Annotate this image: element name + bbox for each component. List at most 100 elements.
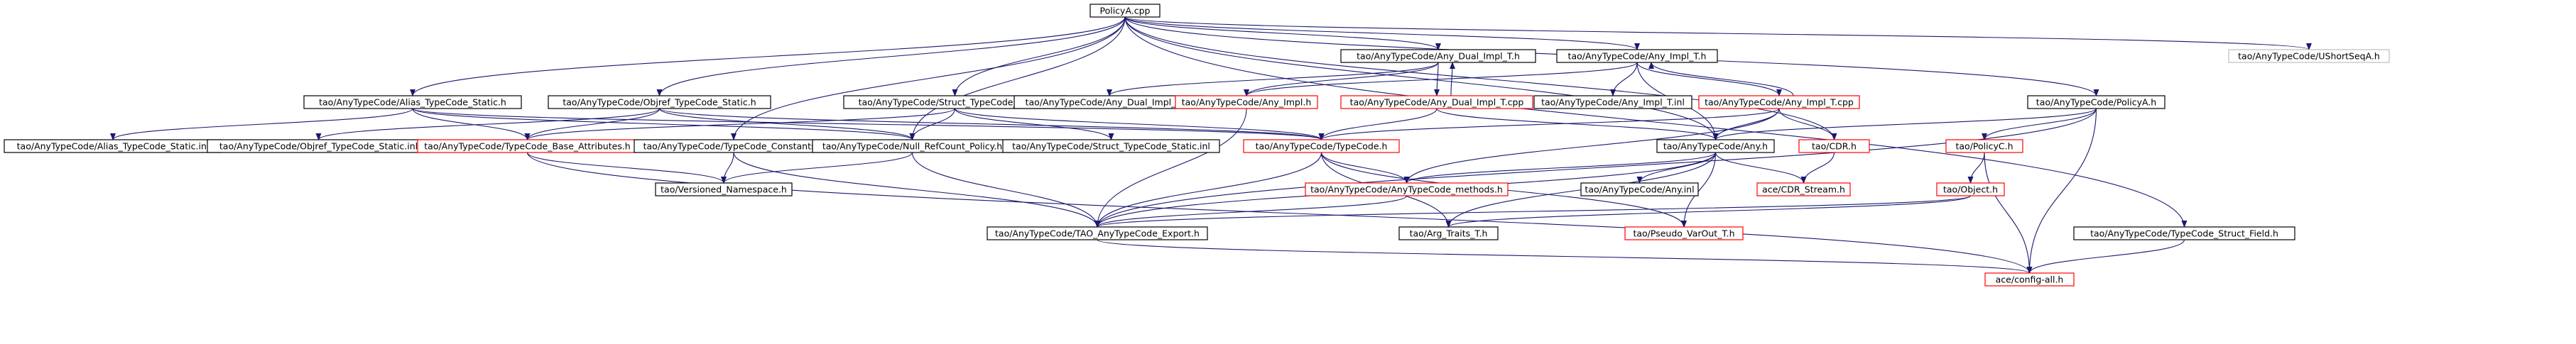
- edge-n2-n15: [524, 108, 661, 140]
- graph-node[interactable]: tao/AnyTypeCode/Any_Dual_Impl_T.inl: [1013, 95, 1205, 109]
- edge-n0-n3: [952, 16, 1126, 96]
- node-layer: PolicyA.cpp tao/AnyTypeCode/Alias_TypeCod…: [4, 4, 2390, 287]
- edge-n0-n7: [1124, 16, 2312, 50]
- edge-n6-n28: [1094, 108, 2097, 228]
- graph-node[interactable]: tao/AnyTypeCode/Any_Dual_Impl_T.h: [1340, 49, 1536, 63]
- node-box: [1340, 49, 1536, 63]
- node-box: [303, 95, 522, 109]
- graph-node[interactable]: tao/CDR.h: [1798, 139, 1870, 153]
- edge-n12-n19: [1318, 108, 1780, 140]
- graph-node[interactable]: tao/AnyTypeCode/TAO_AnyTypeCode_Export.h: [987, 226, 1208, 240]
- node-box: [1698, 95, 1860, 109]
- graph-node[interactable]: tao/AnyTypeCode/UShortSeqA.h: [2228, 49, 2390, 63]
- edge-n3-n18: [954, 108, 1114, 140]
- edge-n0-n20: [1124, 16, 1719, 140]
- graph-node[interactable]: tao/AnyTypeCode/AnyTypeCode_methods.h: [1305, 182, 1509, 196]
- graph-node[interactable]: tao/AnyTypeCode/Any_Dual_Impl_T.cpp: [1340, 95, 1533, 109]
- graph-node[interactable]: tao/AnyTypeCode/Any_Impl_T.inl: [1533, 95, 1692, 109]
- graph-node[interactable]: tao/AnyTypeCode/Any_Impl.h: [1175, 95, 1318, 109]
- node-label: tao/AnyTypeCode/Alias_TypeCode_Static.in…: [17, 141, 210, 152]
- node-label: tao/AnyTypeCode/Any.inl: [1585, 184, 1694, 195]
- node-box: [1798, 139, 1870, 153]
- node-label: tao/AnyTypeCode/AnyTypeCode_methods.h: [1310, 184, 1503, 195]
- node-label: tao/AnyTypeCode/TypeCode.h: [1256, 141, 1388, 152]
- edge-n4-n9: [1244, 62, 1439, 96]
- edge-n28-n32: [1097, 239, 2032, 274]
- node-box: [1398, 226, 1499, 240]
- edge-n6-n22: [1982, 108, 2097, 140]
- graph-node[interactable]: tao/AnyTypeCode/Alias_TypeCode_Static.in…: [4, 139, 222, 153]
- edge-n6-n20: [1712, 108, 2097, 140]
- graph-node[interactable]: tao/Object.h: [1936, 182, 2005, 196]
- graph-node[interactable]: ace/CDR_Stream.h: [1756, 182, 1851, 196]
- graph-node[interactable]: tao/AnyTypeCode/Objref_TypeCode_Static.h: [548, 95, 771, 109]
- node-box: [1624, 226, 1744, 240]
- node-box: [1175, 95, 1318, 109]
- edge-n12-n24: [1403, 108, 1780, 184]
- graph-node[interactable]: tao/AnyTypeCode/Any.h: [1656, 139, 1775, 153]
- graph-node[interactable]: tao/AnyTypeCode/TypeCode_Base_Attributes…: [417, 139, 638, 153]
- node-label: tao/AnyTypeCode/Any_Impl.h: [1182, 97, 1312, 108]
- node-label: ace/CDR_Stream.h: [1762, 184, 1845, 195]
- edge-n5-n11: [1610, 62, 1638, 96]
- edge-n15-n23: [526, 152, 727, 184]
- edge-n0-n2: [656, 16, 1126, 96]
- graph-node[interactable]: tao/Pseudo_VarOut_T.h: [1624, 226, 1744, 240]
- node-label: tao/AnyTypeCode/Null_RefCount_Policy.h: [822, 141, 1002, 152]
- graph-node[interactable]: tao/Versioned_Namespace.h: [655, 182, 793, 196]
- edge-n22-n32: [1984, 152, 2033, 274]
- edge-n16-n23: [721, 152, 734, 184]
- node-label: tao/AnyTypeCode/TAO_AnyTypeCode_Export.h: [995, 228, 1200, 239]
- graph-node[interactable]: tao/AnyTypeCode/Null_RefCount_Policy.h: [812, 139, 1013, 153]
- edge-n12-n21: [1778, 108, 1837, 140]
- node-label: tao/AnyTypeCode/UShortSeqA.h: [2238, 51, 2380, 62]
- edge-n10-n20: [1436, 108, 1719, 140]
- node-box: [655, 182, 793, 196]
- node-box: [1243, 139, 1400, 153]
- node-box: [1533, 95, 1692, 109]
- edge-layer: [110, 16, 2312, 274]
- node-label: tao/Pseudo_VarOut_T.h: [1633, 228, 1734, 239]
- node-box: [1984, 272, 2075, 287]
- node-box: [1945, 139, 2023, 153]
- edge-n5-n12: [1636, 62, 1782, 96]
- node-box: [2228, 49, 2390, 63]
- graph-node[interactable]: tao/AnyTypeCode/Struct_TypeCode_Static.h: [843, 95, 1067, 109]
- graph-node[interactable]: tao/AnyTypeCode/TypeCode_Struct_Field.h: [2073, 226, 2295, 240]
- graph-node[interactable]: tao/AnyTypeCode/Any_Impl_T.h: [1556, 49, 1718, 63]
- edge-n0-n16: [731, 16, 1126, 140]
- graph-node[interactable]: tao/PolicyC.h: [1945, 139, 2023, 153]
- graph-node[interactable]: ace/config-all.h: [1984, 272, 2075, 287]
- node-box: [1002, 139, 1220, 153]
- node-box: [2073, 226, 2295, 240]
- graph-node[interactable]: tao/AnyTypeCode/TypeCode_Constants.h: [634, 139, 834, 153]
- edge-n27-n28: [1094, 195, 1972, 228]
- edge-n5-n9: [1244, 62, 1638, 96]
- node-label: tao/AnyTypeCode/Any_Impl_T.h: [1568, 51, 1707, 62]
- graph-node[interactable]: tao/AnyTypeCode/TypeCode.h: [1243, 139, 1400, 153]
- node-label: tao/AnyTypeCode/Struct_TypeCode_Static.h: [859, 97, 1052, 108]
- graph-node[interactable]: tao/AnyTypeCode/Any.inl: [1580, 182, 1699, 196]
- edge-n1-n15: [412, 108, 531, 140]
- graph-node[interactable]: tao/AnyTypeCode/Any_Impl_T.cpp: [1698, 95, 1860, 109]
- edge-n0-n1: [410, 16, 1126, 96]
- graph-node[interactable]: tao/AnyTypeCode/PolicyA.h: [2027, 95, 2165, 109]
- node-label: tao/PolicyC.h: [1956, 141, 2013, 152]
- graph-node[interactable]: tao/AnyTypeCode/Alias_TypeCode_Static.h: [303, 95, 522, 109]
- edge-n24-n28: [1094, 195, 1408, 228]
- node-label: tao/AnyTypeCode/Struct_TypeCode_Static.i…: [1012, 141, 1210, 152]
- graph-node: PolicyA.cpp: [1089, 4, 1161, 18]
- graph-node[interactable]: tao/AnyTypeCode/Struct_TypeCode_Static.i…: [1002, 139, 1220, 153]
- node-label: tao/AnyTypeCode/Alias_TypeCode_Static.h: [319, 97, 506, 108]
- edge-n0-n17: [909, 16, 1126, 140]
- node-box: [1089, 4, 1161, 18]
- edge-n3-n15: [524, 108, 956, 140]
- node-label: tao/AnyTypeCode/Any_Dual_Impl_T.h: [1357, 51, 1520, 62]
- edge-n10-n4: [1449, 62, 1455, 96]
- graph-node[interactable]: tao/AnyTypeCode/Objref_TypeCode_Static.i…: [207, 139, 430, 153]
- node-label: tao/AnyTypeCode/TypeCode_Constants.h: [643, 141, 825, 152]
- node-label: tao/Versioned_Namespace.h: [661, 184, 787, 195]
- graph-node[interactable]: tao/Arg_Traits_T.h: [1398, 226, 1499, 240]
- edge-n19-n24: [1320, 152, 1410, 184]
